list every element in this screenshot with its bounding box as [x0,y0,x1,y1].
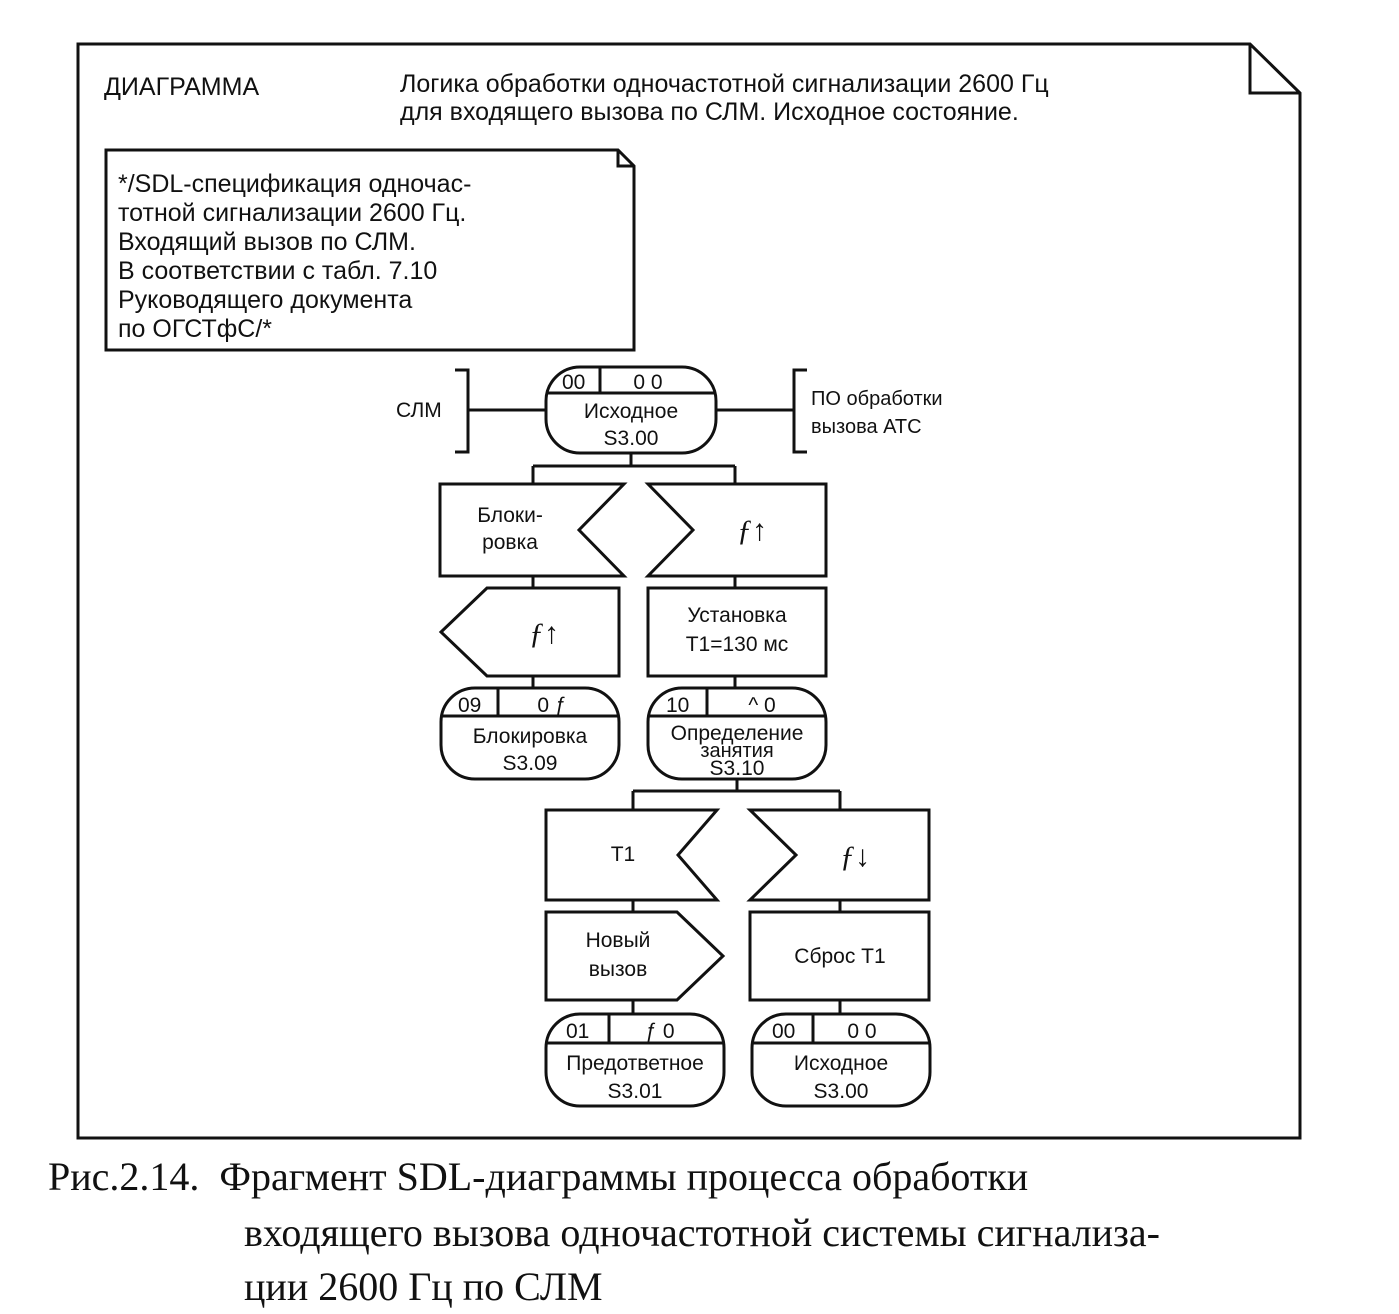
state-name: Исходное [794,1052,888,1075]
state-code: 0 ƒ [537,694,566,717]
state-id: S3.10 [710,757,765,780]
figure-caption-line1: Рис.2.14. Фрагмент SDL-диаграммы процесс… [48,1154,1028,1199]
task-reset-timer: Сброс Т1 [748,910,931,1002]
task-set-timer: Установка Т1=130 мс [646,586,828,678]
figure-caption-line3: ции 2600 Гц по СЛМ [244,1264,603,1309]
state-name-line2: занятия [700,740,773,762]
state-code: 0 0 [847,1020,876,1043]
state-initial: 00 0 0 Исходное S3.00 [544,365,718,455]
state-id: S3.01 [608,1080,663,1103]
state-name: Исходное [584,400,678,423]
state-seizure-detection: 10 ^ 0 Определение занятия S3.10 [646,686,828,781]
state-code: 0 0 [633,371,662,394]
task-label-line1: Установка [687,604,787,627]
comment-line: Руководящего документа [118,286,412,314]
env-left-bracket [455,368,470,454]
input-f-down: ƒ↓ [746,808,931,902]
state-id: S3.00 [604,427,659,450]
input-label-line1: Блоки- [477,504,543,527]
diagram-frame-fold [1248,44,1300,95]
output-label-line2: вызов [589,958,647,981]
input-blocking: Блоки- ровка [438,482,628,578]
env-right-label-line2: вызова АТС [811,416,922,438]
output-signal: ƒ↑ [529,617,559,650]
state-number: 00 [562,371,585,394]
output-new-call: Новый вызов [544,910,726,1002]
comment-line: В соответствии с табл. 7.10 [118,257,437,285]
input-signal: ƒ↓ [840,840,870,873]
comment-box: */SDL-спецификация одночас- тотной сигна… [104,148,636,352]
branch-connector [631,779,842,810]
state-code: ƒ 0 [645,1020,674,1043]
env-right-bracket [792,368,807,454]
output-label-line1: Новый [586,929,651,952]
state-code: ^ 0 [748,694,775,717]
env-right-label-line1: ПО обработки [811,388,943,410]
state-blocking: 09 0 ƒ Блокировка S3.09 [439,686,621,781]
diagram-label: ДИАГРАММА [104,73,259,101]
state-id: S3.09 [503,752,558,775]
state-number: 09 [458,694,481,717]
state-id: S3.00 [814,1080,869,1103]
diagram-title-line2: для входящего вызова по СЛМ. Исходное со… [400,98,1019,126]
comment-line: по ОГСТфС/* [118,315,272,343]
state-preanswer: 01 ƒ 0 Предответное S3.01 [544,1012,726,1108]
output-f-up: ƒ↑ [438,586,621,678]
state-number: 00 [772,1020,795,1043]
diagram-frame [76,42,1302,1140]
input-label: Т1 [611,843,636,866]
input-timer: Т1 [544,808,721,902]
state-name-line1: Определение [671,722,804,745]
branch-connector [531,453,737,484]
input-signal: ƒ↑ [737,514,767,547]
comment-line: тотной сигнализации 2600 Гц. [118,199,466,227]
state-name: Блокировка [473,725,588,748]
task-label: Сброс Т1 [794,945,885,968]
comment-line: Входящий вызов по СЛМ. [118,228,416,256]
input-label-line2: ровка [482,531,538,554]
input-f-up: ƒ↑ [644,482,828,578]
state-initial-return: 00 0 0 Исходное S3.00 [750,1012,932,1108]
env-left-label: СЛМ [396,399,442,422]
state-name: Предответное [566,1052,704,1075]
task-label-line2: Т1=130 мс [686,633,789,656]
state-number: 10 [666,694,689,717]
diagram-title-line1: Логика обработки одночастотной сигнализа… [400,70,1049,98]
state-number: 01 [566,1020,589,1043]
comment-line: */SDL-спецификация одночас- [118,170,471,198]
figure-caption-line2: входящего вызова одночастотной системы с… [244,1210,1160,1255]
